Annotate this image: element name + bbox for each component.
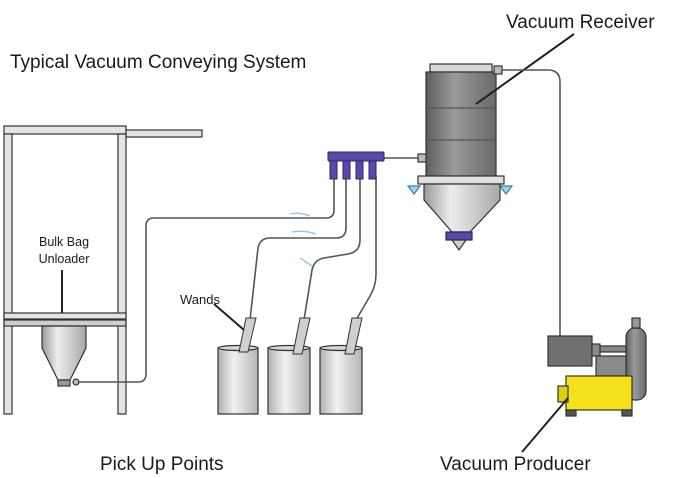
wands-label: Wands [180, 292, 220, 307]
diagram-title: Typical Vacuum Conveying System [10, 52, 306, 73]
bulk-bag-label-line1: Bulk Bag [39, 235, 89, 249]
wands [238, 317, 363, 355]
pick-up-points-label: Pick Up Points [100, 454, 224, 475]
conveying-hoses [78, 157, 420, 383]
producer-pointer [521, 397, 569, 453]
hose-highlights [289, 212, 317, 267]
vacuum-producer [547, 317, 647, 417]
bulk-bag-label-line2: Unloader [39, 252, 90, 266]
vacuum-receiver [406, 63, 514, 252]
vacuum-receiver-label: Vacuum Receiver [506, 12, 655, 33]
pick-up-drums [217, 344, 363, 415]
wands-pointer [213, 303, 245, 331]
receiver-pointer [475, 33, 575, 105]
manifold [327, 151, 385, 180]
bulk-bag-unloader [3, 125, 203, 415]
vacuum-line [502, 69, 561, 338]
vacuum-producer-label: Vacuum Producer [440, 454, 591, 475]
